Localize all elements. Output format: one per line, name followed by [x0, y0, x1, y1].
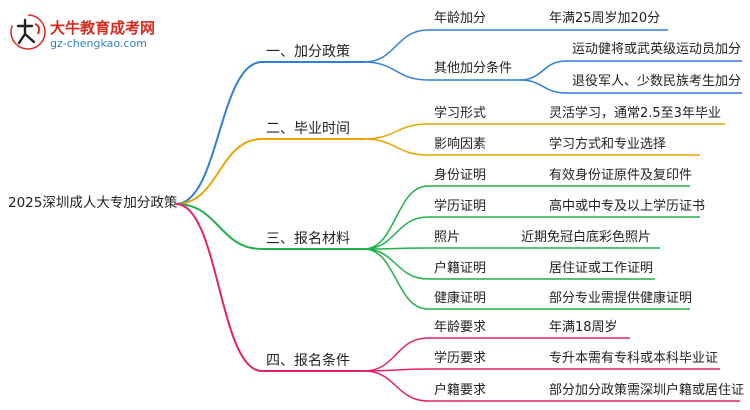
item-connector [363, 61, 429, 81]
leaf-node: 部分加分政策需深圳户籍或居住证 [549, 383, 745, 398]
item-node: 年龄加分 [434, 11, 487, 26]
logo-mark-icon [10, 14, 46, 50]
leaf-node: 高中或中专及以上学历证书 [549, 199, 706, 214]
branch-connector [175, 203, 263, 372]
item-node: 年龄要求 [434, 320, 487, 335]
item-connector [363, 216, 429, 250]
leaf-connector [519, 60, 567, 81]
item-node: 户籍证明 [434, 261, 487, 276]
item-node: 户籍要求 [434, 383, 487, 398]
leaf-node: 灵活学习，通常2.5至3年毕业 [549, 106, 721, 121]
item-connector [363, 370, 429, 402]
branch-node-requirements: 四、报名条件 [266, 353, 350, 369]
leaf-node: 年满25周岁加20分 [549, 11, 661, 26]
item-node: 照片 [434, 230, 461, 245]
leaf-node: 有效身份证原件及复印件 [549, 168, 693, 183]
item-node: 学历要求 [434, 351, 487, 366]
leaf-node: 学习方式和专业选择 [549, 137, 667, 152]
leaf-node: 专升本需有专科或本科毕业证 [549, 351, 719, 366]
item-connector [363, 248, 429, 280]
item-node: 影响因素 [434, 137, 487, 152]
branch-connector [175, 138, 263, 205]
branch-connector [175, 203, 263, 250]
root-node: 2025深圳成人大专加分政策 [8, 195, 178, 211]
leaf-node: 近期免冠白底彩色照片 [521, 230, 652, 245]
item-connector [363, 185, 429, 250]
leaf-node: 运动健将或武英级运动员加分 [572, 42, 742, 57]
item-connector [363, 138, 429, 156]
logo-url: gz-chengkao.com [50, 37, 147, 50]
item-connector [363, 248, 429, 310]
item-node: 学习形式 [434, 106, 487, 121]
branch-node-policy: 一、加分政策 [266, 44, 350, 60]
item-connector [363, 29, 429, 63]
item-node: 其他加分条件 [434, 61, 513, 76]
item-connector [363, 368, 429, 372]
leaf-node: 居住证或工作证明 [549, 261, 654, 276]
leaf-node: 退役军人、少数民族考生加分 [572, 74, 742, 89]
item-node: 健康证明 [434, 291, 487, 306]
branch-node-materials: 三、报名材料 [266, 231, 350, 247]
leaf-connector [519, 79, 567, 94]
logo-title: 大牛教育成考网 [50, 19, 156, 37]
item-node: 身份证明 [434, 168, 487, 183]
branch-connector [175, 61, 263, 205]
leaf-node: 部分专业需提供健康证明 [549, 291, 693, 306]
item-node: 学历证明 [434, 199, 487, 214]
branch-node-graduation: 二、毕业时间 [266, 121, 350, 137]
item-connector [363, 123, 429, 140]
site-logo: 大牛教育成考网 gz-chengkao.com [8, 12, 178, 56]
leaf-node: 年满18周岁 [549, 320, 618, 335]
item-connector [363, 337, 429, 372]
